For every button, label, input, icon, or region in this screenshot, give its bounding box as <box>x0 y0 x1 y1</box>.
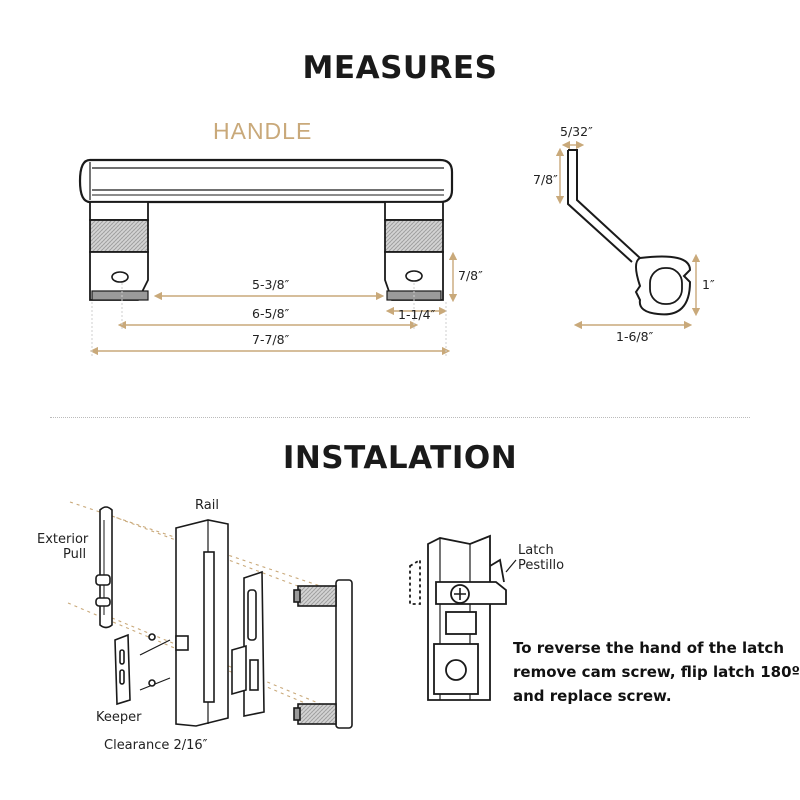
label-exterior: Exterior <box>37 532 89 547</box>
interior-handle <box>293 579 353 729</box>
dim-latch-cam-height: 1″ <box>702 277 715 292</box>
installation-heading: INSTALATION <box>282 440 518 476</box>
instruction-line: remove cam screw, flip latch 180º <box>513 663 800 681</box>
dim-latch-top-height: 7/8″ <box>533 172 558 187</box>
exterior-pull <box>95 506 113 629</box>
latch-detail-drawing <box>409 534 517 701</box>
latch-profile-drawing <box>567 149 692 316</box>
handle-bar <box>78 158 454 204</box>
dim-latch-width: 1-6/8″ <box>616 329 654 344</box>
dim-handle-middle: 6-5/8″ <box>252 306 290 321</box>
handle-post-right <box>384 201 444 301</box>
handle-post-left <box>89 201 149 301</box>
dim-handle-height: 7/8″ <box>458 268 483 283</box>
keeper <box>114 633 171 706</box>
rail <box>175 519 229 727</box>
label-pestillo: Pestillo <box>518 558 565 573</box>
dim-latch-thickness: 5/32″ <box>560 124 593 139</box>
handle-title: HANDLE <box>213 118 313 144</box>
dim-handle-overall: 7-7/8″ <box>252 332 290 347</box>
instruction-line: and replace screw. <box>513 687 672 705</box>
label-pull: Pull <box>63 547 87 562</box>
handle-drawing <box>78 158 458 356</box>
label-clearance: Clearance 2/16″ <box>104 738 208 753</box>
reverse-instructions: To reverse the hand of the latch remove … <box>513 636 800 708</box>
interior-latch-part <box>231 570 265 717</box>
instruction-line: To reverse the hand of the latch <box>513 639 784 657</box>
dim-handle-base: 1-1/4″ <box>398 307 436 322</box>
label-keeper: Keeper <box>96 710 142 725</box>
installation-drawing <box>67 501 353 729</box>
measures-heading: MEASURES <box>302 50 498 86</box>
label-latch: Latch <box>518 543 554 558</box>
section-divider <box>50 417 750 418</box>
label-rail: Rail <box>195 498 219 513</box>
dim-handle-inner: 5-3/8″ <box>252 277 290 292</box>
